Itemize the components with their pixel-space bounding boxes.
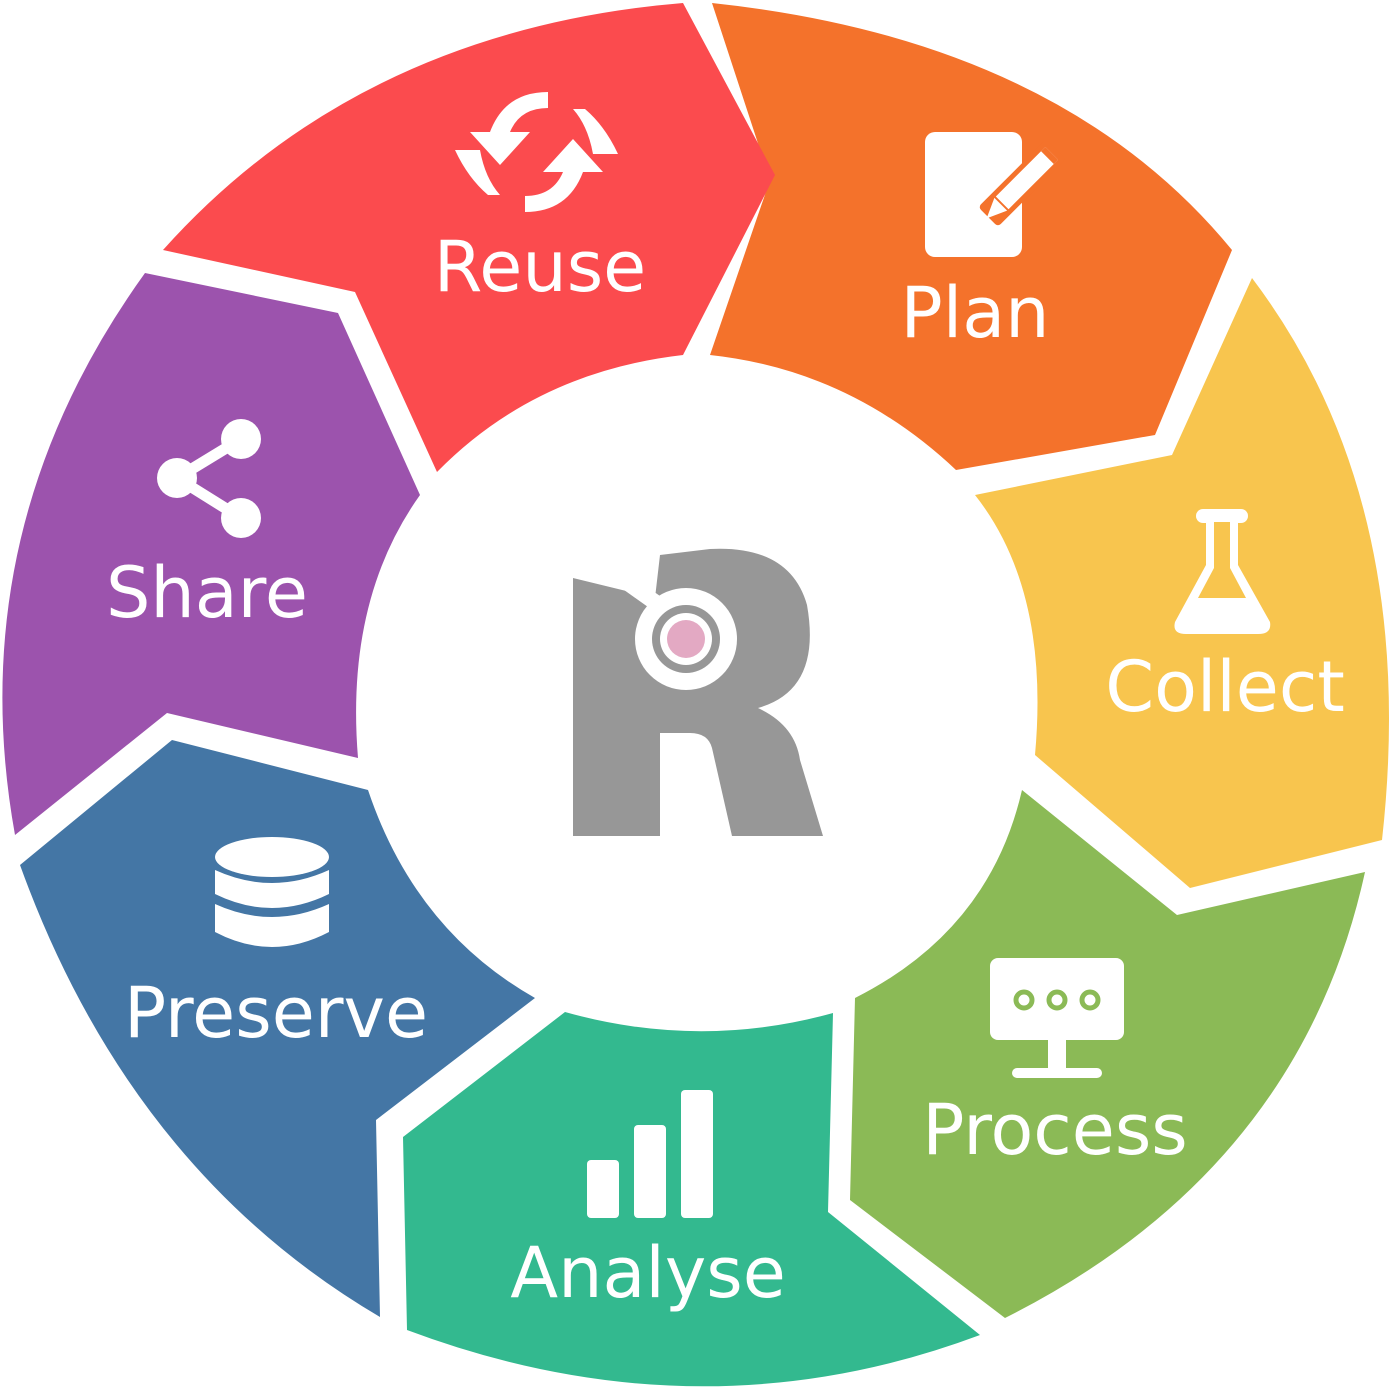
notepad-pencil-icon <box>925 132 1065 257</box>
monitor-icon <box>990 958 1124 1078</box>
segment-preserve-label: Preserve <box>124 972 428 1054</box>
segment-preserve: Preserve <box>20 740 535 1317</box>
segment-reuse-label: Reuse <box>434 226 646 308</box>
segment-analyse-label: Analyse <box>510 1232 786 1314</box>
segment-process-shape <box>850 790 1365 1318</box>
segment-reuse-shape <box>163 3 775 472</box>
segment-plan: Plan <box>710 3 1232 470</box>
center-r-logo <box>573 548 823 836</box>
database-icon <box>215 837 329 947</box>
segment-share-label: Share <box>106 552 308 634</box>
recycle-arrows-icon <box>455 92 618 212</box>
segment-collect-label: Collect <box>1105 646 1345 728</box>
segment-collect: Collect <box>975 278 1390 888</box>
segment-analyse: Analyse <box>403 1012 980 1387</box>
segment-share-shape <box>2 273 420 835</box>
segment-preserve-shape <box>20 740 535 1317</box>
segment-reuse: Reuse <box>163 3 775 472</box>
flask-icon <box>1174 509 1271 634</box>
segment-share: Share <box>2 273 420 835</box>
logo-letter-r <box>573 548 823 836</box>
share-icon <box>157 419 261 538</box>
segment-process: Process <box>850 790 1365 1318</box>
segment-collect-shape <box>975 278 1390 888</box>
segment-process-label: Process <box>922 1089 1188 1171</box>
logo-pink-dot <box>667 620 705 658</box>
segment-plan-label: Plan <box>901 272 1050 354</box>
bar-chart-icon <box>587 1090 713 1218</box>
